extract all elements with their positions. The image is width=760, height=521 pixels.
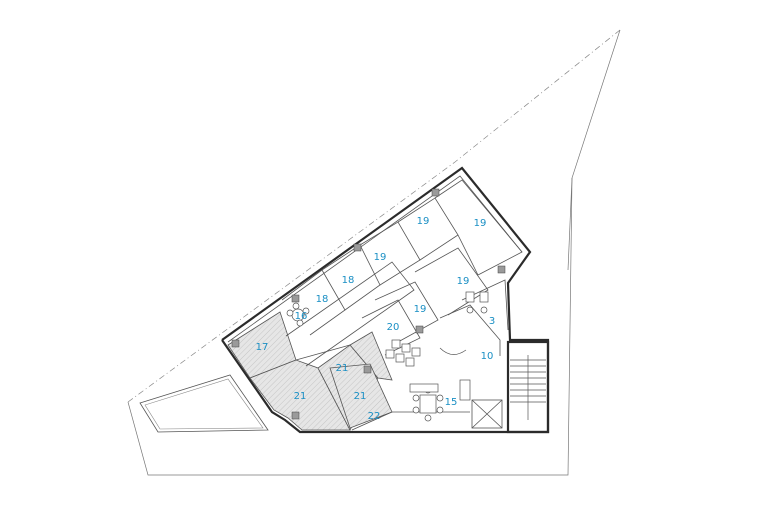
hatched-rooms bbox=[227, 311, 393, 431]
room-labels: 19 19 19 19 19 18 18 16 20 3 17 10 21 21… bbox=[256, 216, 496, 422]
room-label-18: 18 bbox=[342, 275, 355, 286]
columns bbox=[231, 188, 506, 420]
seating-20 bbox=[385, 339, 421, 367]
room-label-19: 19 bbox=[417, 216, 430, 227]
room-label-3: 3 bbox=[489, 316, 495, 327]
room-label-19: 19 bbox=[474, 218, 487, 229]
room-label-17: 17 bbox=[256, 342, 269, 353]
room-label-19: 19 bbox=[374, 252, 387, 263]
room-label-16: 16 bbox=[295, 311, 308, 322]
stair-core bbox=[471, 340, 550, 434]
reception-desk bbox=[409, 347, 471, 401]
room-label-21: 21 bbox=[336, 363, 349, 374]
room-label-15: 15 bbox=[445, 397, 458, 408]
room-label-22: 22 bbox=[368, 411, 381, 422]
terrace bbox=[139, 374, 269, 433]
round-table-16 bbox=[286, 302, 310, 327]
room-label-19: 19 bbox=[457, 276, 470, 287]
room-label-19: 19 bbox=[414, 304, 427, 315]
room-label-21: 21 bbox=[294, 391, 307, 402]
furniture bbox=[286, 291, 489, 422]
room-label-10: 10 bbox=[481, 351, 494, 362]
interior-walls bbox=[281, 179, 523, 431]
toilets-3 bbox=[465, 291, 489, 314]
room-label-20: 20 bbox=[387, 322, 400, 333]
room-label-18: 18 bbox=[316, 294, 329, 305]
room-label-21: 21 bbox=[354, 391, 367, 402]
site-boundary bbox=[127, 29, 621, 476]
